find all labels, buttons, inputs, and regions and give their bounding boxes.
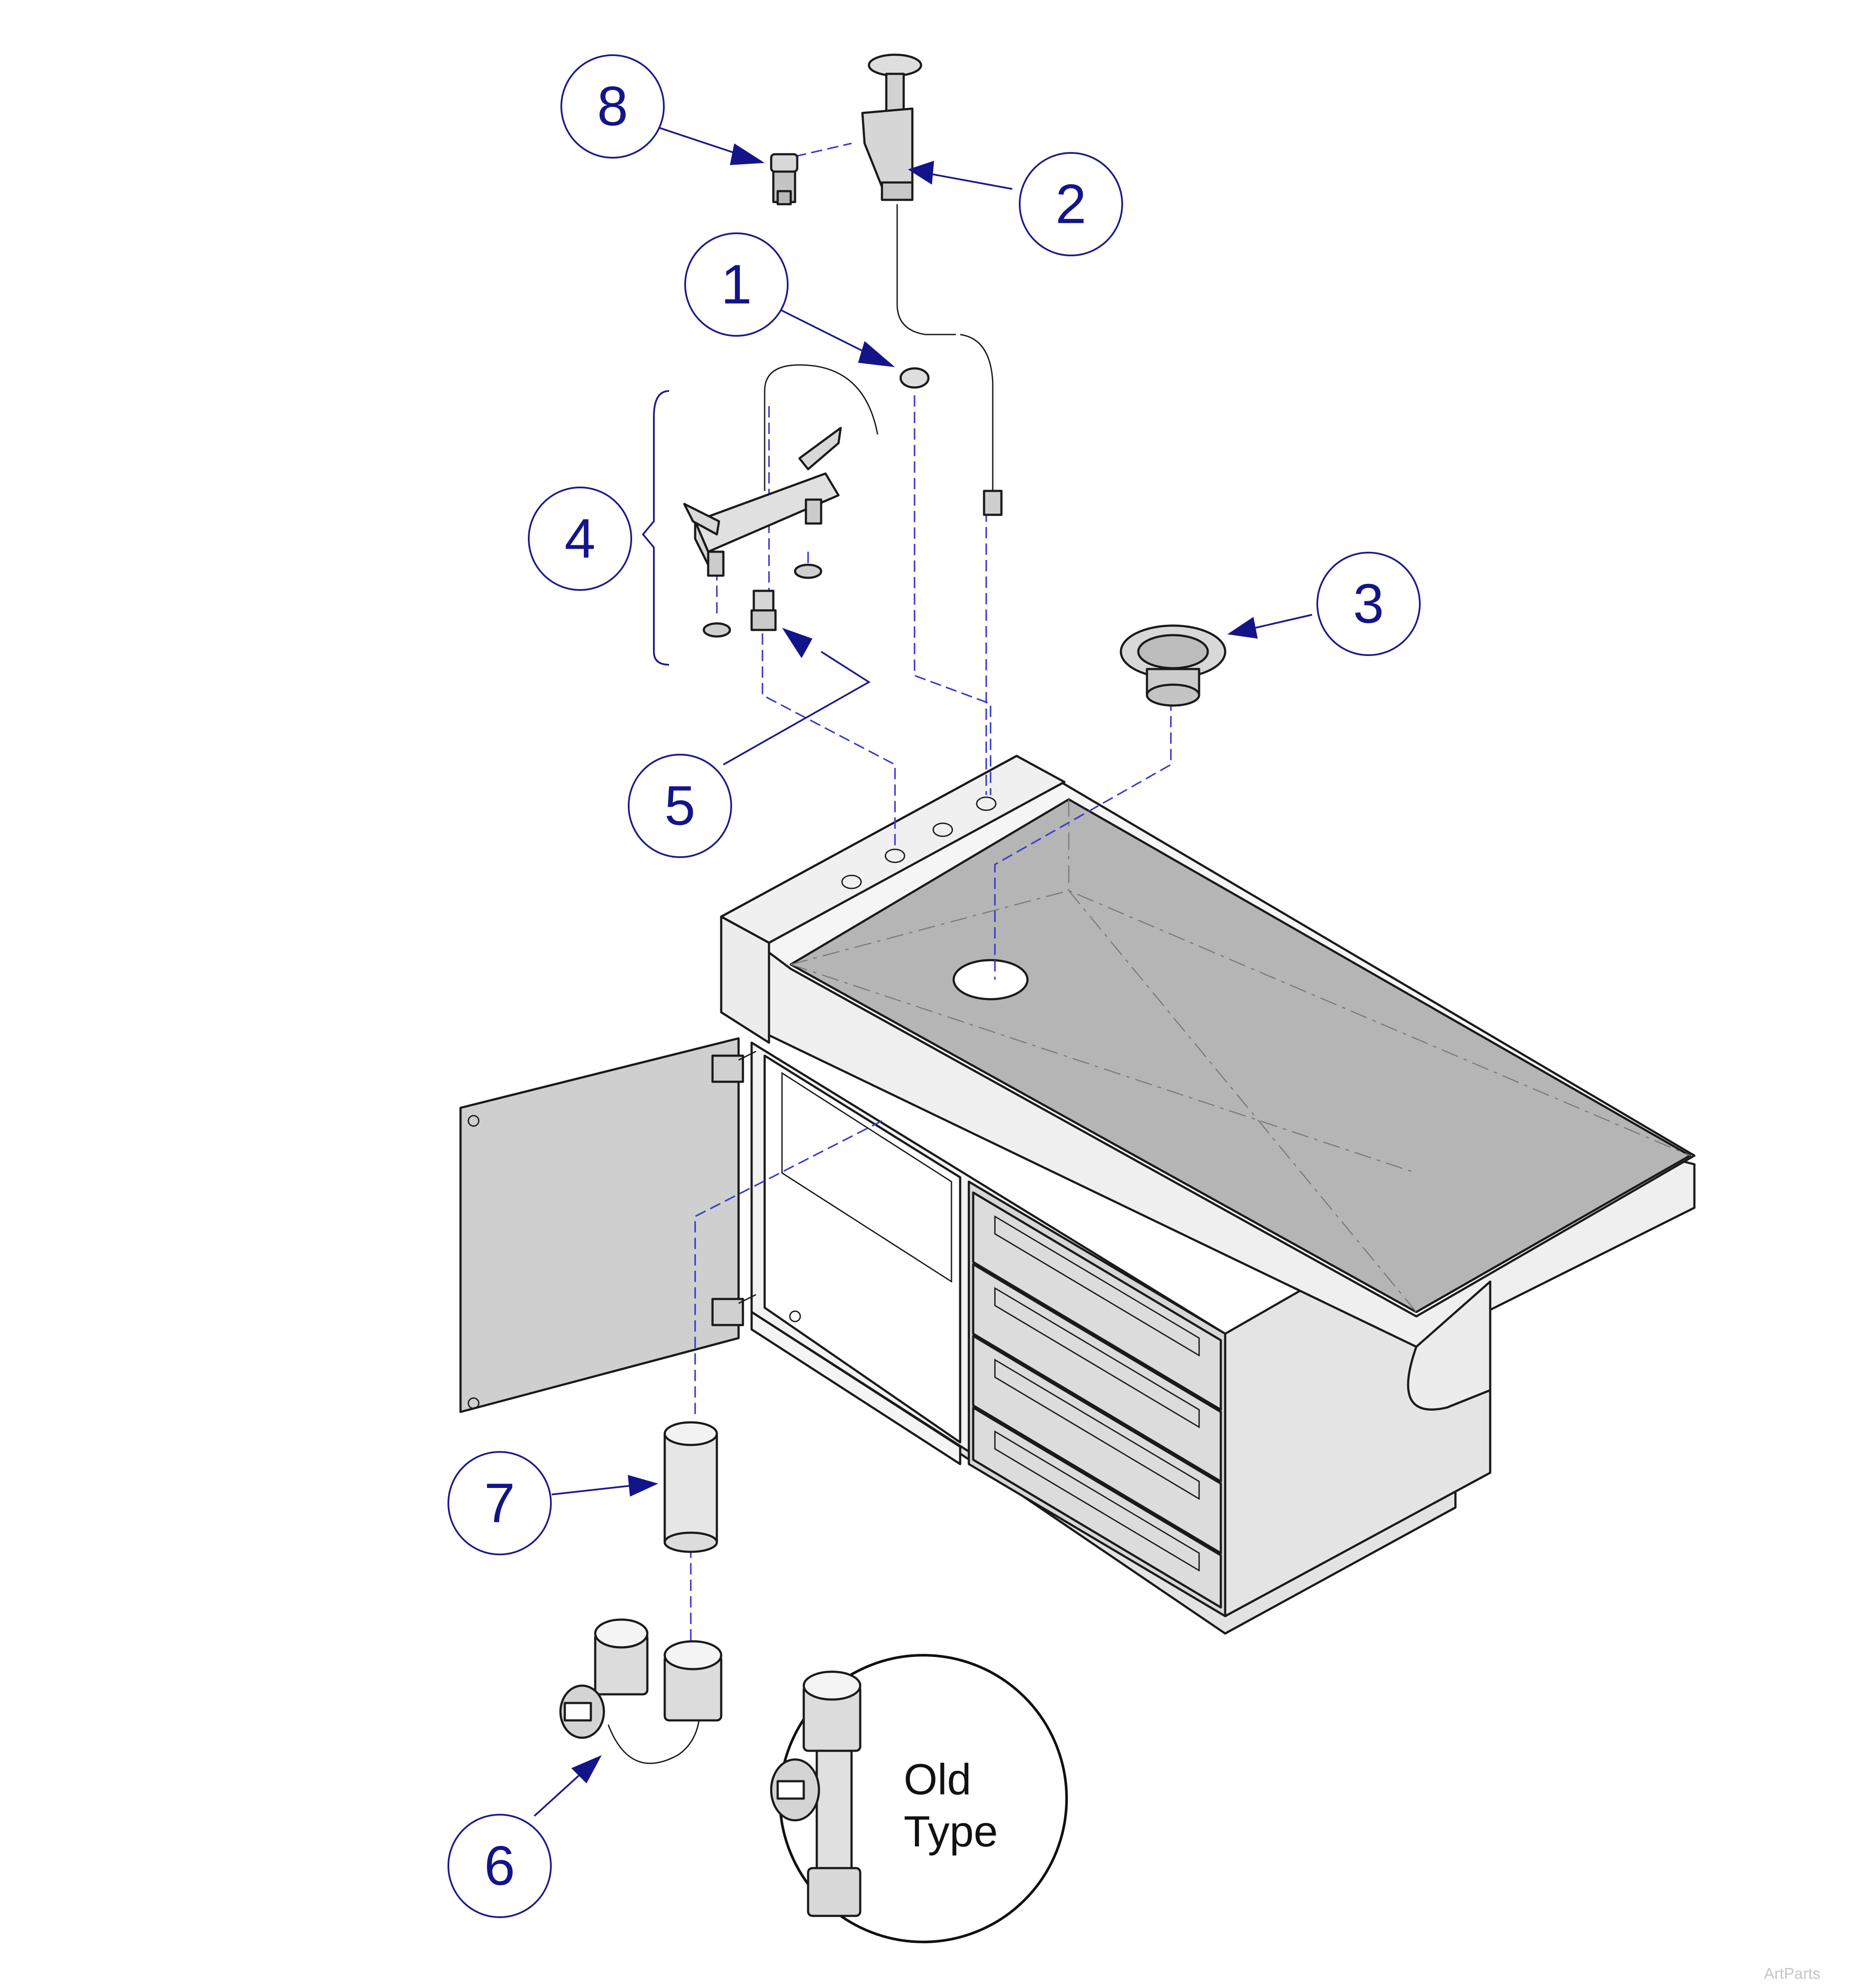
callout-label-2: 2 (1055, 173, 1086, 235)
drawer-stack (968, 1180, 1226, 1617)
callout-7: 7 (447, 1451, 552, 1555)
part-hole-plug (899, 367, 930, 389)
callout-label-3: 3 (1353, 573, 1384, 635)
inset-label-type: Type (904, 1807, 998, 1856)
part-basket-strainer (1120, 624, 1226, 707)
part-pre-rinse-sprayer (861, 53, 1003, 516)
watermark-text: ArtParts (1764, 1965, 1820, 1982)
callout-8: 8 (560, 54, 665, 159)
callout-1: 1 (684, 232, 789, 337)
part-p-trap (559, 1618, 723, 1764)
callout-2: 2 (1019, 152, 1123, 256)
callout-label-6: 6 (484, 1835, 515, 1897)
part-tailpiece (663, 1421, 718, 1553)
leader-lines (534, 125, 1312, 1817)
callout-4: 4 (528, 487, 632, 591)
callout-3: 3 (1316, 552, 1421, 656)
inset-label-old: Old (904, 1755, 971, 1804)
part-faucet (642, 364, 878, 666)
callout-label-8: 8 (597, 76, 628, 138)
cabinet (720, 755, 1696, 1635)
old-type-inset: Old Type (770, 1654, 1068, 1943)
cabinet-door (459, 1037, 756, 1413)
part-adapter (750, 590, 777, 631)
callout-label-1: 1 (721, 254, 752, 316)
callout-5: 5 (628, 754, 732, 858)
callout-label-5: 5 (664, 775, 695, 837)
callout-label-4: 4 (564, 508, 595, 570)
callout-label-7: 7 (484, 1472, 515, 1534)
part-vacuum-breaker (770, 153, 799, 205)
callout-6: 6 (447, 1814, 552, 1918)
